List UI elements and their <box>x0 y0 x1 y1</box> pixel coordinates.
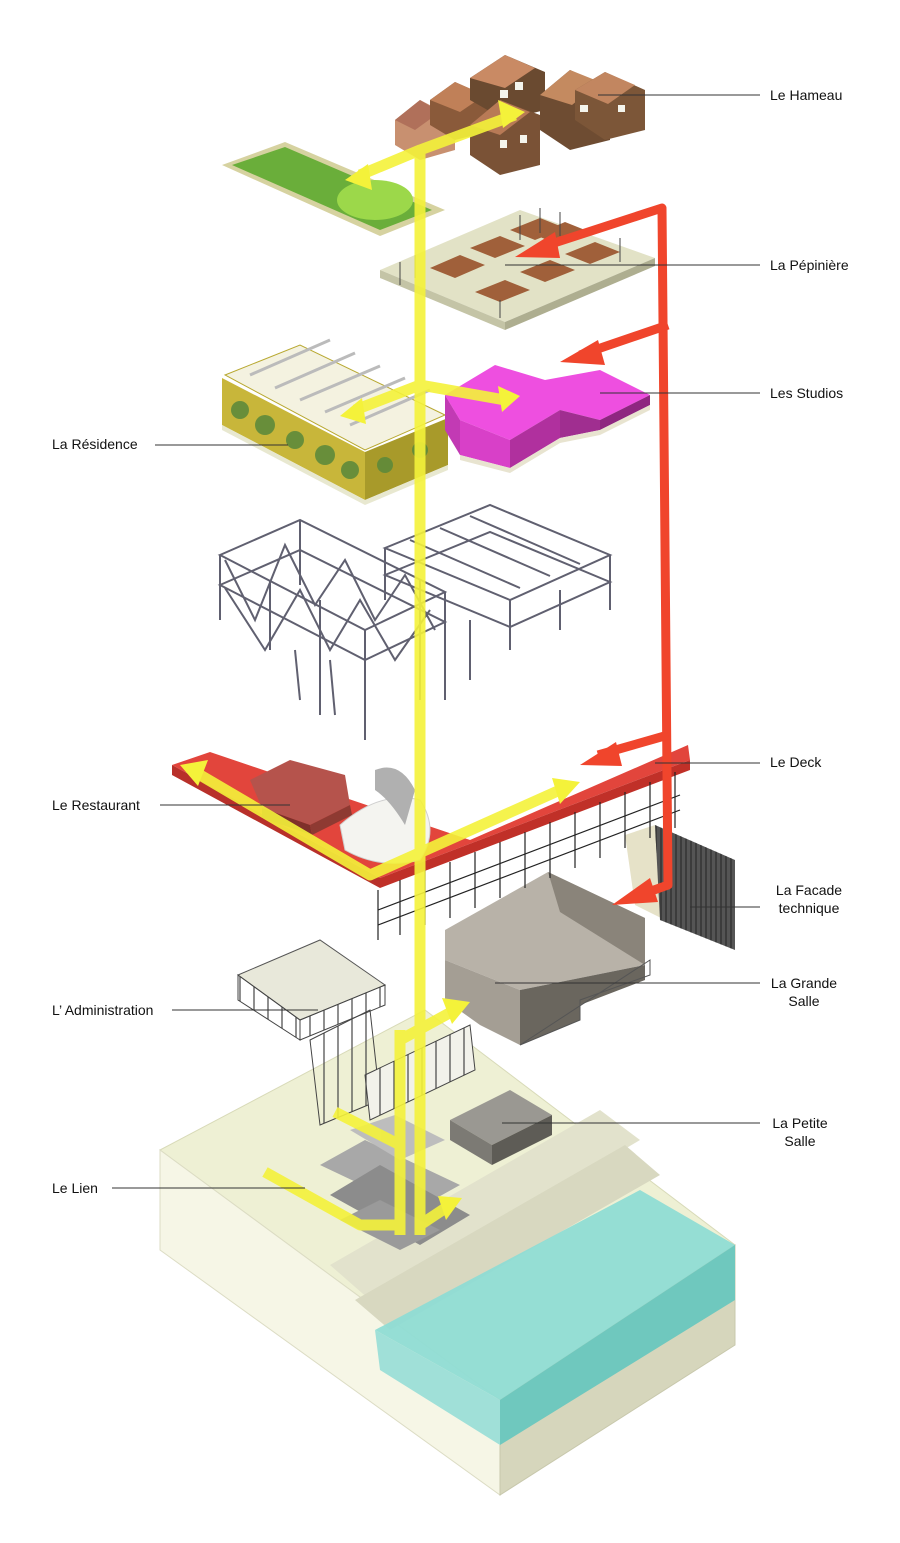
label-le-lien: Le Lien <box>52 1180 98 1196</box>
la-residence-volume <box>222 338 448 505</box>
public-arrowheads <box>180 100 580 1220</box>
label-l-administration: L’ Administration <box>52 1002 154 1018</box>
steel-frame-structure <box>217 503 613 740</box>
label-la-residence: La Résidence <box>52 436 138 452</box>
label-le-hameau: Le Hameau <box>770 87 843 103</box>
la-grande-salle-volume <box>445 872 651 1046</box>
label-la-grande-salle: La Grande Salle <box>766 974 842 1010</box>
service-arrowheads <box>515 232 658 905</box>
label-les-studios: Les Studios <box>770 385 844 401</box>
label-la-pepiniere: La Pépinière <box>770 257 849 273</box>
label-petite-line-1: La Petite <box>772 1115 828 1131</box>
les-studios-volume <box>445 365 650 473</box>
la-facade-technique-volume <box>625 825 735 950</box>
label-la-facade-technique: La Facade technique <box>766 881 852 917</box>
leader-lines <box>112 94 760 1189</box>
garden-lawn <box>222 142 445 236</box>
label-le-restaurant: Le Restaurant <box>52 797 140 813</box>
label-le-deck: Le Deck <box>770 754 822 770</box>
label-grande-line-2: Salle <box>788 993 820 1009</box>
label-la-petite-salle: La Petite Salle <box>766 1114 834 1150</box>
label-facade-line-1: La Facade <box>775 882 843 898</box>
label-petite-line-2: Salle <box>784 1133 816 1149</box>
label-facade-line-2: technique <box>778 900 840 916</box>
la-petite-salle-volume <box>450 1090 552 1165</box>
label-grande-line-1: La Grande <box>770 975 838 991</box>
